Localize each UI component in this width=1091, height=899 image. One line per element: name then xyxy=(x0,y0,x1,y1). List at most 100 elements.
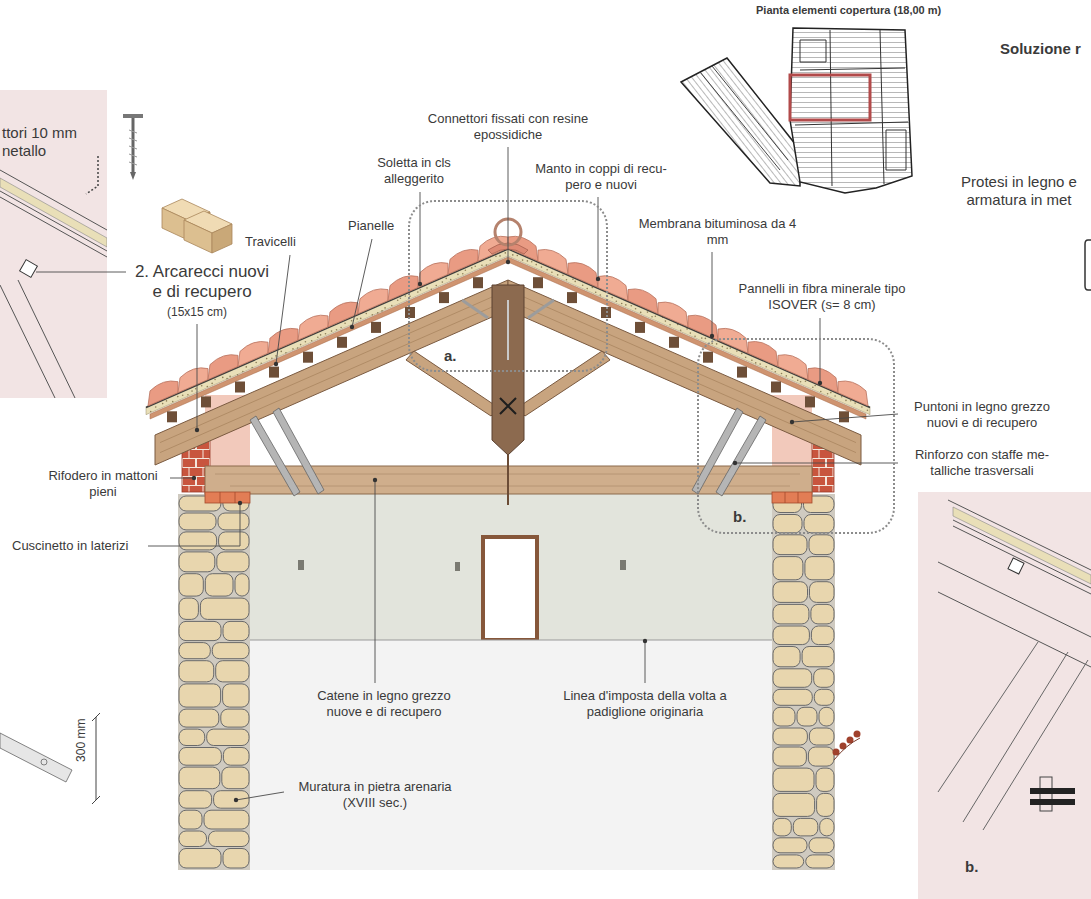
stipple-dot xyxy=(242,371,244,373)
timber-icon xyxy=(162,199,232,253)
stone-masonry xyxy=(179,496,834,868)
stone xyxy=(207,729,249,745)
stone xyxy=(179,831,207,847)
dimension xyxy=(0,733,72,782)
leader-dot xyxy=(643,639,647,643)
roof-tile xyxy=(148,381,178,406)
stipple-dot xyxy=(705,338,707,340)
stone xyxy=(221,709,249,727)
stone xyxy=(179,552,215,572)
roof-tile xyxy=(358,289,388,314)
roof-plan xyxy=(790,75,870,120)
stone xyxy=(773,669,812,688)
stone xyxy=(809,728,834,745)
stipple-dot xyxy=(611,297,613,299)
roof-tile xyxy=(388,276,418,301)
detail-drawing xyxy=(0,191,107,251)
screw-icon xyxy=(129,130,137,165)
king-post xyxy=(507,455,509,505)
panel-caption: Protesi in legno e armatura in met xyxy=(952,173,1086,209)
stipple-dot xyxy=(381,310,383,312)
detail-drawing xyxy=(938,562,1091,637)
stipple-dot xyxy=(417,291,419,293)
stipple-dot xyxy=(781,373,783,375)
stipple-dot xyxy=(260,362,262,364)
stipple-dot xyxy=(711,343,713,345)
stipple-dot xyxy=(531,261,533,263)
stipple-dot xyxy=(172,401,174,403)
joist xyxy=(737,367,747,378)
detail-drawing xyxy=(953,520,1091,588)
stipple-dot xyxy=(751,360,753,362)
joists xyxy=(167,277,849,422)
part-label: Connettori fissati con resine epossidich… xyxy=(415,111,601,142)
stipple-dot xyxy=(546,269,548,271)
stone xyxy=(819,707,834,726)
detail-drawing xyxy=(963,652,1068,822)
leader-dot xyxy=(596,277,600,281)
part-label: Puntoni in legno grezzo nuovi e di recup… xyxy=(902,399,1062,430)
roof-tile xyxy=(628,289,658,314)
leader-dot xyxy=(274,362,278,366)
stone xyxy=(200,598,249,619)
stone xyxy=(219,532,249,550)
brick-pad xyxy=(785,492,798,503)
detail-drawing xyxy=(18,280,75,398)
stipple-dot xyxy=(280,351,282,353)
joist xyxy=(303,352,313,363)
stipple-dot xyxy=(600,294,602,296)
stone xyxy=(179,791,212,809)
joist xyxy=(771,382,781,393)
stone xyxy=(223,849,249,869)
stipple-dot xyxy=(187,394,189,396)
stipple-dot xyxy=(625,304,627,306)
stipple-dot xyxy=(867,410,869,412)
leader-dot xyxy=(238,501,242,505)
roof-tile xyxy=(268,328,298,353)
stone xyxy=(179,684,221,707)
stipple-dot xyxy=(471,267,473,269)
plan-title: Pianta elementi copertura (18,00 m) xyxy=(756,4,941,17)
stipple-dot xyxy=(551,271,553,273)
stone xyxy=(773,647,800,667)
stipple-dot xyxy=(311,340,313,342)
stipple-dot xyxy=(481,265,483,267)
leader-dot xyxy=(373,478,377,482)
leader-dot xyxy=(733,461,737,465)
stone xyxy=(811,626,834,645)
leader-line xyxy=(598,197,599,279)
part-label: Membrana bituminosa da 4 mm xyxy=(635,216,800,247)
stipple-dot xyxy=(372,314,374,316)
strut xyxy=(517,351,610,416)
stipple-dot xyxy=(331,330,333,332)
leader-line xyxy=(170,478,194,479)
stone xyxy=(179,574,203,596)
stone xyxy=(205,574,233,596)
stone xyxy=(204,810,249,829)
stone xyxy=(179,709,219,727)
stipple-dot xyxy=(400,297,402,299)
roof-tile xyxy=(298,315,328,340)
dimension xyxy=(0,713,100,804)
dimension-label: 300 mm xyxy=(75,718,89,761)
part-label: Rinforzo con staffe me- talliche trasver… xyxy=(902,447,1062,478)
stipple-dot xyxy=(504,252,506,254)
stipple-dot xyxy=(271,357,273,359)
detail-region: b. xyxy=(697,338,895,534)
interior-wall xyxy=(298,560,304,570)
stone xyxy=(222,767,249,789)
detail-panel: b. xyxy=(918,492,1091,899)
brick-fragment xyxy=(854,731,861,738)
stipple-dot xyxy=(834,395,836,397)
timber-icon xyxy=(184,220,212,253)
dimension-label: (15x15 cm) xyxy=(152,305,242,319)
stone xyxy=(773,535,807,555)
leader-dot xyxy=(818,381,822,385)
stipple-dot xyxy=(736,350,738,352)
stone xyxy=(223,684,249,707)
dimension xyxy=(92,713,100,721)
roof-plan xyxy=(681,58,800,186)
stipple-dot xyxy=(465,270,467,272)
roof-plan xyxy=(790,28,912,193)
stone xyxy=(235,574,249,596)
